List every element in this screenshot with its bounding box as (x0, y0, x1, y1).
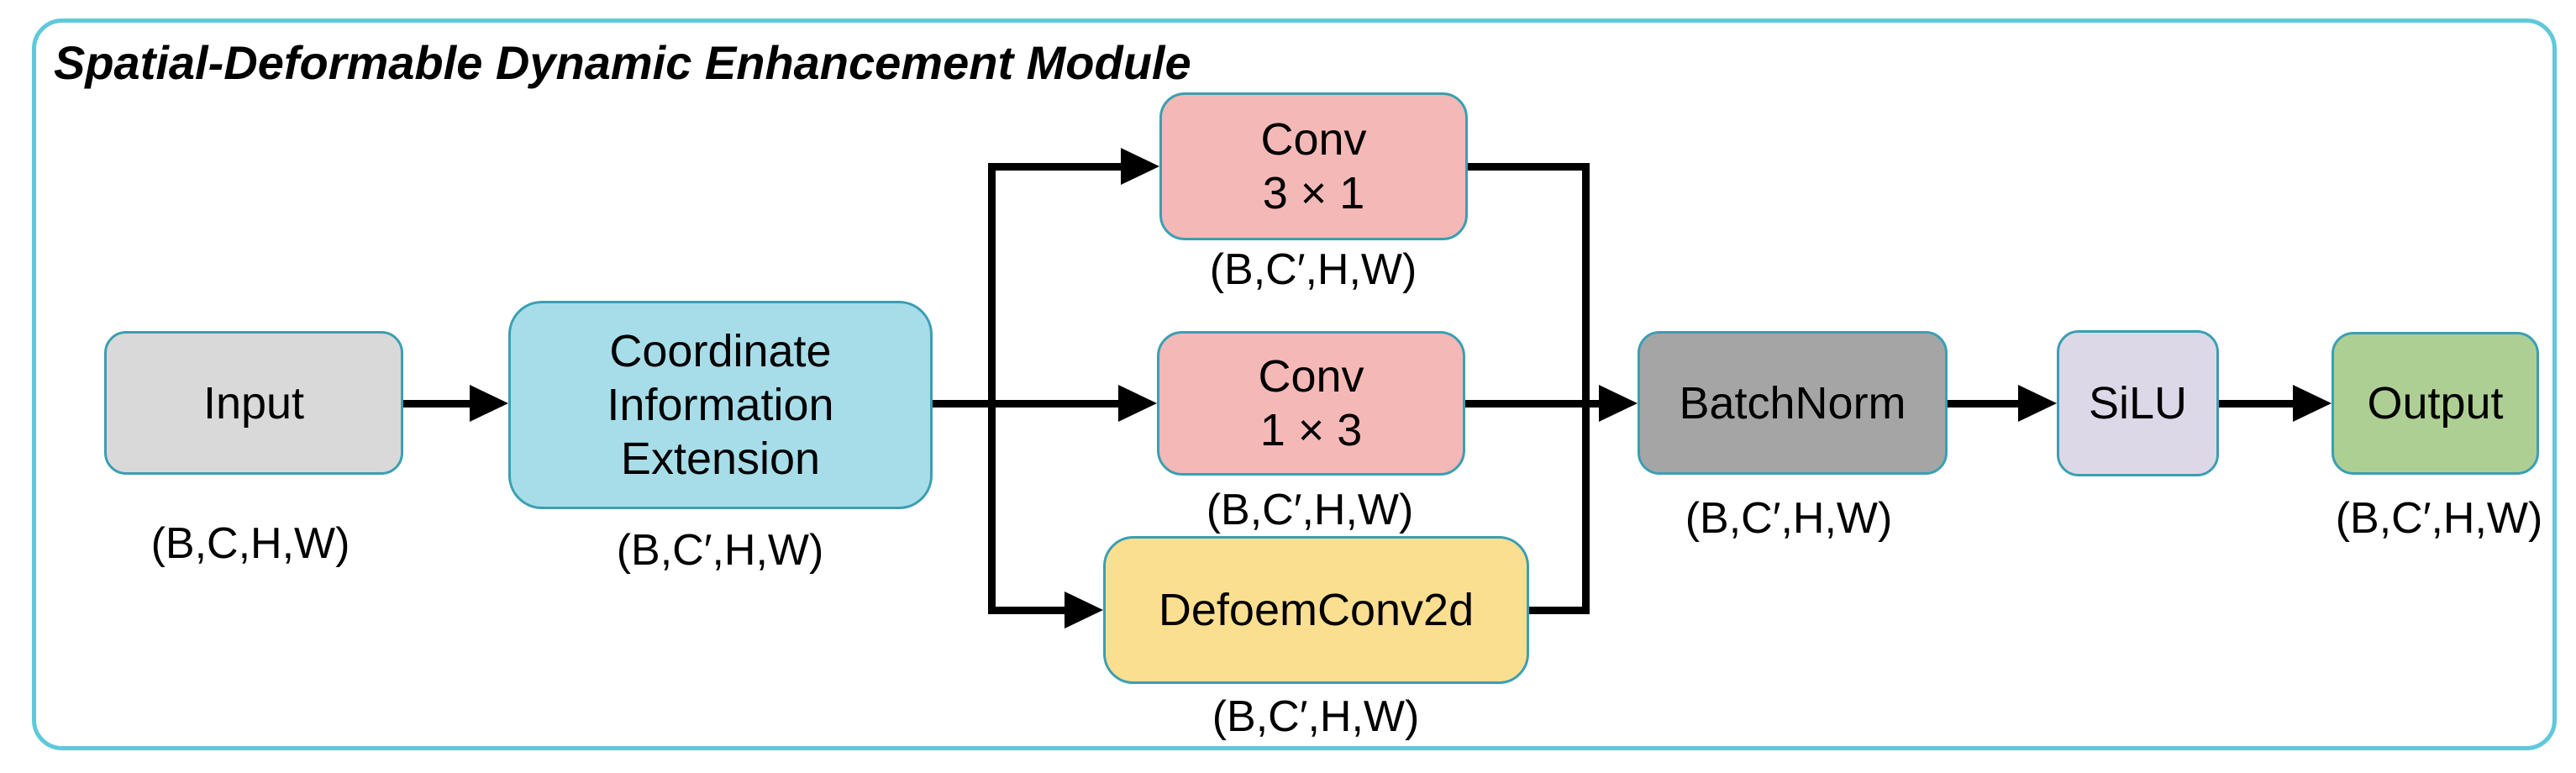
connector-conv3x1-out (1468, 163, 1590, 171)
node-cie-label-line2: Information (607, 380, 834, 430)
connector-branch-merge (1582, 163, 1590, 614)
connector-conv1x3-to-batchnorm (1465, 400, 1602, 408)
node-cie-label-line1: Coordinate (609, 326, 832, 376)
node-input: Input (104, 331, 403, 475)
node-conv1x3-label-line1: Conv (1258, 351, 1364, 402)
node-input-label: Input (202, 377, 305, 429)
arrowhead-into-cie (470, 385, 508, 422)
connector-batchnorm-to-silu (1948, 400, 2021, 408)
node-conv3x1-label-line2: 3 × 1 (1262, 168, 1365, 218)
arrowhead-into-output (2293, 385, 2332, 422)
arrowhead-into-silu (2018, 385, 2057, 422)
node-silu: SiLU (2057, 330, 2219, 476)
shape-label-output: (B,C′,H,W) (2335, 494, 2543, 543)
node-batchnorm-label: BatchNorm (1679, 377, 1906, 429)
arrowhead-into-conv3x1 (1121, 148, 1159, 185)
node-silu-label: SiLU (2088, 378, 2188, 429)
connector-branch-split (988, 163, 996, 614)
arrowhead-into-conv1x3 (1118, 385, 1157, 422)
node-output: Output (2332, 332, 2539, 475)
shape-label-cie: (B,C′,H,W) (616, 526, 824, 575)
node-conv3x1-label-line1: Conv (1260, 114, 1367, 165)
shape-label-conv1x3: (B,C′,H,W) (1206, 486, 1414, 534)
arrowhead-into-defoemconv2d (1065, 592, 1103, 628)
node-cie-label-line3: Extension (620, 434, 821, 484)
node-coordinate-information-extension: Coordinate Information Extension (508, 301, 933, 509)
connector-defoemconv2d-out (1529, 607, 1590, 614)
shape-label-conv3x1: (B,C′,H,W) (1209, 245, 1417, 294)
node-conv-1x3: Conv 1 × 3 (1157, 331, 1465, 476)
module-frame (32, 18, 2557, 750)
diagram-title: Spatial-Deformable Dynamic Enhancement M… (54, 36, 1191, 89)
shape-label-defoemconv2d: (B,C′,H,W) (1212, 692, 1420, 741)
connector-cie-to-conv1x3 (933, 400, 1122, 408)
node-conv-3x1: Conv 3 × 1 (1159, 92, 1468, 240)
node-output-label: Output (2367, 378, 2504, 429)
connector-branch-to-conv3x1 (988, 163, 1124, 171)
connector-input-to-cie (403, 400, 472, 408)
node-defoemconv2d: DefoemConv2d (1103, 536, 1529, 684)
connector-silu-to-output (2219, 400, 2296, 408)
shape-label-batchnorm: (B,C′,H,W) (1685, 494, 1893, 543)
node-conv1x3-label-line2: 1 × 3 (1259, 405, 1363, 455)
shape-label-input: (B,C,H,W) (150, 519, 350, 568)
node-batchnorm: BatchNorm (1638, 331, 1948, 475)
arrowhead-into-batchnorm (1599, 385, 1638, 422)
node-defoemconv2d-label: DefoemConv2d (1158, 585, 1475, 635)
connector-branch-to-defoemconv2d (988, 607, 1068, 614)
